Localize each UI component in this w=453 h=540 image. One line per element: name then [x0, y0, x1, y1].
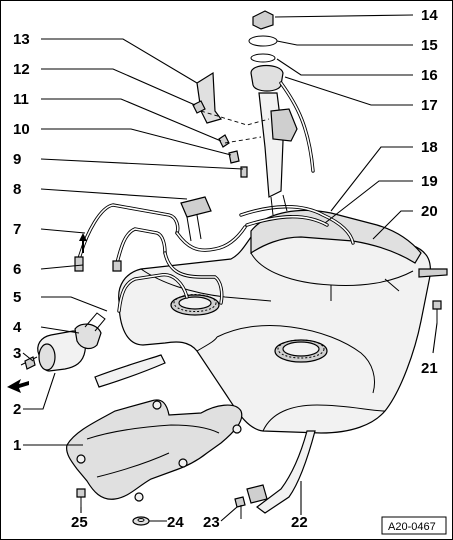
callout-10: 10 [13, 121, 30, 138]
callout-15: 15 [421, 37, 438, 54]
callout-6: 6 [13, 261, 21, 278]
callout-19: 19 [421, 173, 438, 190]
bolt-25 [76, 488, 86, 507]
fuel-pump-flange [170, 294, 220, 316]
callout-3: 3 [13, 345, 21, 362]
callout-25: 25 [71, 514, 88, 531]
fuel-lines [74, 203, 247, 313]
callout-23: 23 [203, 514, 220, 531]
callout-5: 5 [13, 289, 21, 306]
callout-11: 11 [13, 91, 29, 108]
heat-shield [66, 399, 243, 502]
mounting-bracket [196, 71, 223, 124]
callout-4: 4 [13, 319, 22, 336]
vent-lines [239, 194, 355, 245]
callout-1: 1 [13, 437, 21, 454]
flow-arrow-6 [79, 233, 87, 253]
callout-12: 12 [13, 61, 30, 78]
tank-strap [246, 430, 316, 514]
callout-22: 22 [291, 514, 308, 531]
strap-left [94, 354, 166, 388]
leader-lines [22, 14, 438, 522]
bolt-23 [234, 496, 246, 519]
electrical-connector [180, 196, 212, 242]
callout-18: 18 [421, 139, 438, 156]
small-fasteners [192, 100, 270, 178]
callout-16: 16 [421, 67, 438, 84]
callout-8: 8 [13, 181, 21, 198]
bolt-21 [432, 300, 442, 323]
callout-7: 7 [13, 221, 21, 238]
fuel-tank [118, 209, 448, 434]
callout-2: 2 [13, 401, 21, 418]
callout-labels: 13 12 11 10 9 8 7 6 5 4 3 2 1 14 15 16 1… [13, 7, 438, 531]
callout-20: 20 [421, 203, 438, 220]
callout-14: 14 [421, 7, 438, 24]
callout-13: 13 [13, 31, 30, 48]
callout-24: 24 [167, 514, 184, 531]
callout-9: 9 [13, 151, 21, 168]
filter-clamp [74, 312, 106, 350]
callout-21: 21 [421, 360, 438, 377]
nut-24 [132, 516, 150, 526]
flow-arrow-3 [7, 379, 29, 393]
reference-code: A20-0467 [388, 521, 436, 533]
callout-17: 17 [421, 97, 438, 114]
reference-code-box: A20-0467 [381, 516, 447, 535]
filler-neck-assembly [248, 10, 315, 198]
level-sender-flange [274, 339, 328, 363]
